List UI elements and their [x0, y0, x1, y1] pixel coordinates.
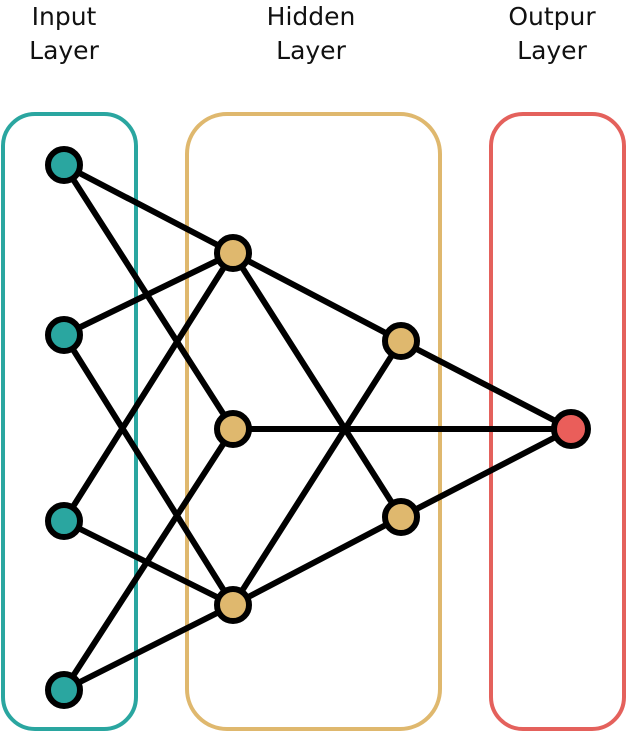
node-h2	[214, 410, 252, 448]
edge-h4-o1	[398, 338, 574, 432]
node-i2	[45, 316, 83, 354]
node-i4	[45, 671, 83, 709]
edge-i1-h1	[61, 162, 236, 256]
node-h5	[382, 498, 420, 536]
output-layer-label-line1: Outpur	[508, 2, 596, 31]
edge-h1-h4	[230, 250, 404, 344]
node-h4	[382, 322, 420, 360]
node-i3	[45, 502, 83, 540]
input-layer-box	[1, 112, 138, 731]
edge-h5-o1	[398, 426, 574, 520]
hidden-layer-label-line1: Hidden	[267, 2, 356, 31]
neurons	[45, 146, 591, 709]
node-h3	[214, 586, 252, 624]
node-h1	[214, 234, 252, 272]
hidden-layer-box	[185, 112, 442, 731]
input-layer-label-line2: Layer	[29, 36, 99, 65]
edge-i4-h2	[61, 426, 236, 693]
edge-i2-h3	[61, 332, 236, 608]
output-layer-box	[489, 112, 626, 731]
hidden-layer-label-line2: Layer	[276, 36, 346, 65]
connections	[61, 162, 574, 693]
edge-h3-h5	[230, 514, 404, 608]
node-o1	[551, 409, 591, 449]
edge-i2-h1	[61, 250, 236, 338]
edge-i4-h3	[61, 602, 236, 693]
edge-h3-h4	[230, 338, 404, 608]
output-layer-label-line2: Layer	[517, 36, 587, 65]
edge-i3-h1	[61, 250, 236, 524]
edge-h1-h5	[230, 250, 404, 520]
input-layer-label-line1: Input	[32, 2, 97, 31]
node-i1	[45, 146, 83, 184]
